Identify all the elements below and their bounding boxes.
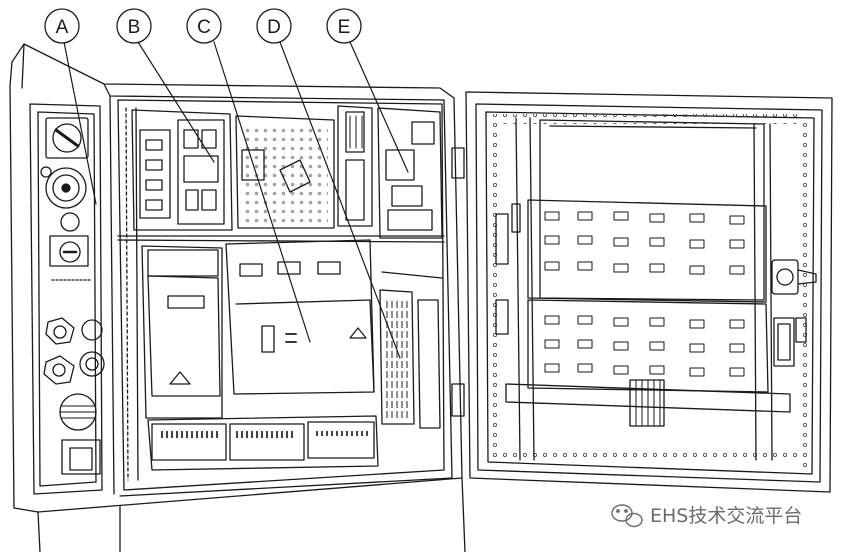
callout-labels: A B C D E — [44, 8, 362, 44]
door-rail — [505, 383, 791, 413]
leader-A — [63, 41, 97, 205]
wechat-icon — [611, 504, 643, 528]
control-panel — [29, 103, 105, 495]
svg-text:B: B — [128, 17, 141, 38]
controller-unit — [337, 105, 443, 239]
servo-drive-left — [141, 245, 223, 419]
callout-A: A — [44, 8, 80, 44]
leader-B — [137, 41, 215, 163]
power-socket — [61, 439, 101, 475]
pushbutton-left — [45, 317, 75, 345]
svg-text:D: D — [267, 17, 281, 38]
leader-D — [279, 41, 401, 359]
pushbutton-right — [81, 319, 103, 341]
leader-E — [349, 41, 409, 173]
door-handle — [773, 317, 795, 367]
callout-C: C — [186, 8, 222, 44]
leader-C — [213, 41, 311, 343]
watermark-text: EHS技术交流平台 — [650, 505, 802, 527]
svg-text:C: C — [197, 17, 211, 38]
watermark: EHS技术交流平台 — [611, 504, 802, 528]
leader-lines — [63, 41, 409, 359]
callout-D: D — [256, 8, 292, 44]
door-lock — [771, 259, 799, 295]
cabinet-door — [465, 91, 833, 493]
indicator-lamp — [45, 167, 87, 209]
selector-switch — [49, 235, 89, 267]
svg-text:E: E — [338, 17, 351, 38]
callout-B: B — [116, 8, 152, 44]
main-switch — [45, 117, 89, 159]
cabinet-body — [9, 43, 463, 513]
terminal-row — [147, 415, 379, 471]
power-supply — [235, 115, 335, 229]
servo-drive-main — [225, 239, 375, 395]
door-hinge — [451, 147, 465, 417]
relay-module — [131, 109, 233, 231]
interior-frame — [117, 99, 445, 491]
callout-E: E — [326, 8, 362, 44]
mounting-plate-upper — [527, 199, 767, 303]
svg-text:A: A — [56, 17, 69, 38]
io-module — [379, 271, 443, 429]
